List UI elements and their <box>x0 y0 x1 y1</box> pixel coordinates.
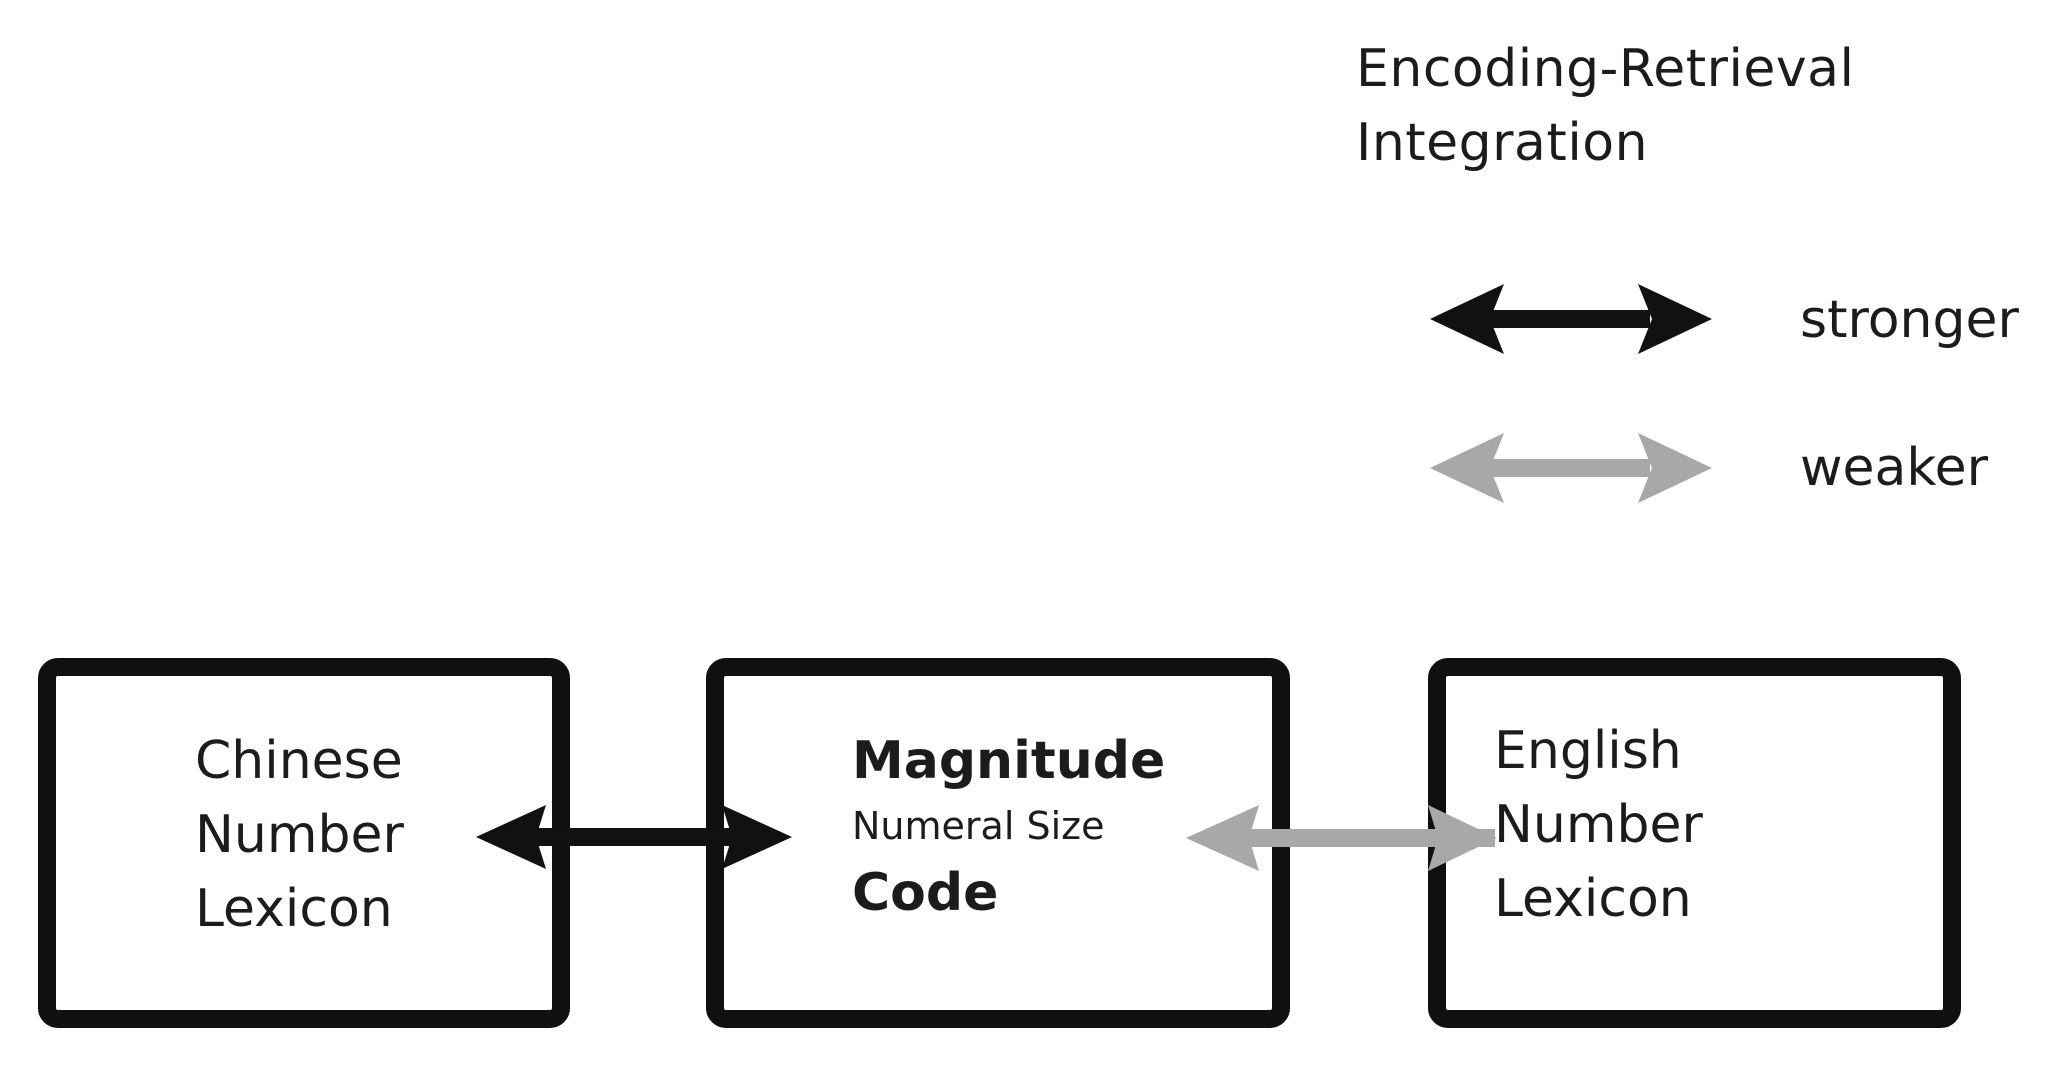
english-line1: English <box>1494 721 1682 781</box>
chinese-line1: Chinese <box>195 731 403 791</box>
chinese-lexicon-label: Chinese Number Lexicon <box>195 724 404 946</box>
link-chinese-magnitude-arrow-icon <box>476 805 792 869</box>
magnitude-subtitle: Numeral Size <box>852 804 1105 848</box>
link-magnitude-english-arrow-icon <box>1186 805 1497 871</box>
chinese-lexicon-box <box>38 658 570 1028</box>
magnitude-code-label: Magnitude Numeral Size Code <box>852 724 1165 932</box>
magnitude-code-box <box>706 658 1290 1028</box>
legend-stronger-arrow-icon <box>1430 284 1712 354</box>
english-lexicon-box <box>1428 658 1961 1028</box>
magnitude-code: Code <box>852 863 999 923</box>
english-line2: Number <box>1494 795 1703 855</box>
chinese-line2: Number <box>195 805 404 865</box>
legend-title: Encoding-Retrieval Integration <box>1356 32 1854 180</box>
legend-stronger-label: stronger <box>1800 290 2019 350</box>
english-lexicon-label: English Number Lexicon <box>1494 714 1703 936</box>
magnitude-title: Magnitude <box>852 731 1166 791</box>
legend-title-line2: Integration <box>1356 113 1649 173</box>
chinese-line3: Lexicon <box>195 879 393 939</box>
legend-weaker-label: weaker <box>1800 438 1989 498</box>
legend-weaker-arrow-icon <box>1430 433 1712 503</box>
english-line3: Lexicon <box>1494 869 1692 929</box>
legend-title-line1: Encoding-Retrieval <box>1356 39 1855 99</box>
